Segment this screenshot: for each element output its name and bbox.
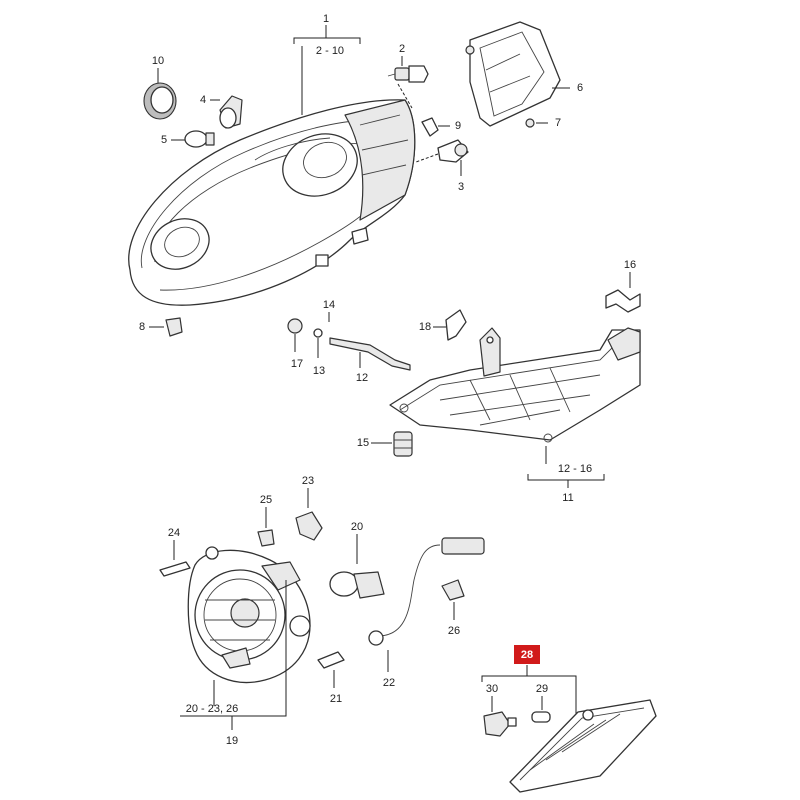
callout-label: 23 [302,475,314,487]
adjuster-8: 8 [139,317,183,337]
nut-15: 15 [357,431,413,457]
callout-range: 20 - 23, 26 [186,703,239,715]
callout-label: 16 [624,259,636,271]
callout-label: 14 [323,299,335,311]
callout-label: 10 [152,55,164,67]
socket-30: 30 [483,683,517,737]
support-bracket-assembly [389,327,641,443]
callout-label: 6 [577,82,583,94]
callout-label-28: 28 [521,649,533,661]
callout-label: 20 [351,521,363,533]
callout-label: 25 [260,494,272,506]
callout-label: 26 [448,625,460,637]
connector-23: 23 [295,475,323,541]
cable-22: 22 [368,537,485,689]
callout-label: 11 [562,492,573,504]
holder-26: 26 [441,579,465,637]
side-marker-lamp [509,699,657,793]
callout-label: 7 [555,117,561,129]
bulb-3: 3 [415,139,469,193]
callout-group-1: 1 2 - 10 [293,13,361,115]
callout-label: 13 [313,365,325,377]
callout-label: 21 [330,693,342,705]
highlighted-callout-28 [514,645,540,664]
callout-label: 8 [139,321,145,333]
callout-label: 17 [291,358,303,370]
callout-label: 3 [458,181,464,193]
socket-4: 4 [200,94,243,129]
screw-7: 7 [525,117,561,129]
clip-16: 16 [605,259,641,313]
bulb-2: 2 [387,43,429,109]
callout-group-19: 20 - 23, 26 19 [180,580,287,747]
callout-label: 22 [383,677,395,689]
callout-label: 12 [356,372,368,384]
callout-label: 4 [200,94,206,106]
callout-label: 1 [323,13,329,25]
bulb-5: 5 [161,130,215,148]
adjust-rod-group: 14 17 13 12 [287,299,411,384]
callout-group-28: 28 [481,645,577,722]
callout-label: 5 [161,134,167,146]
nut-25: 25 [257,494,275,547]
callout-label: 19 [226,735,238,747]
bracket-18: 18 [419,309,467,341]
housing-6: 6 [465,21,583,127]
bulb-21: 21 [317,651,345,705]
callout-label: 29 [536,683,548,695]
callout-range: 2 - 10 [316,45,344,57]
screw-24: 24 [159,527,191,577]
callout-label: 24 [168,527,180,539]
callout-label: 2 [399,43,405,55]
callout-group-11: 12 - 16 11 [527,446,605,504]
callout-label: 30 [486,683,498,695]
callout-range: 12 - 16 [558,463,592,475]
clip-9: 9 [421,117,461,137]
callout-label: 9 [455,120,461,132]
grommet-10: 10 [143,55,177,120]
fog-lamp-assembly [187,546,311,684]
callout-label: 18 [419,321,431,333]
headlamp-assembly [128,99,416,306]
bulb-20: 20 [329,521,385,599]
callout-label: 15 [357,437,369,449]
bulb-29: 29 [531,683,551,723]
